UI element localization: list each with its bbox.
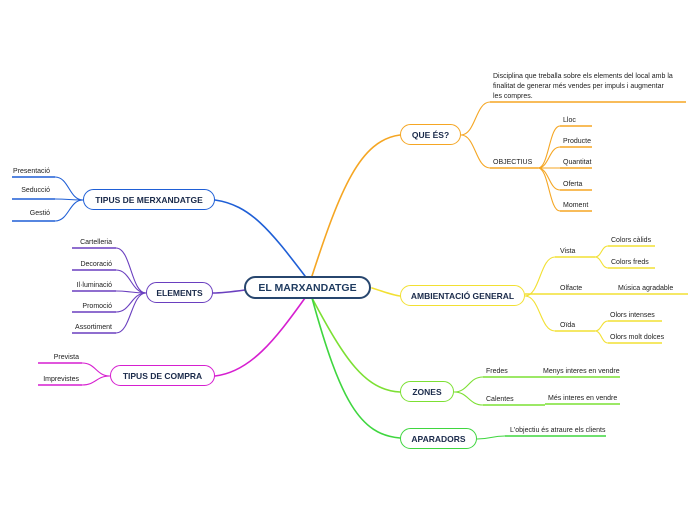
leaf-connector	[594, 330, 609, 344]
leaf-connector	[115, 292, 147, 313]
node-label: AMBIENTACIÓ GENERAL	[410, 290, 515, 301]
leaf-connector	[476, 435, 506, 440]
label-objectius[interactable]: OBJECTIUS	[493, 159, 533, 166]
leaf-assortiment[interactable]: Assortiment	[75, 324, 112, 331]
leaf-connector	[594, 320, 609, 332]
leaf-connector	[453, 376, 484, 393]
leaf-menys-interes[interactable]: Menys interes en vendre	[543, 368, 620, 375]
node-label: TIPUS DE COMPRA	[122, 370, 203, 381]
connector-zones	[311, 297, 401, 393]
objectiu-oferta[interactable]: Oferta	[563, 181, 583, 188]
leaf-connector	[453, 391, 484, 406]
connector-merx	[214, 199, 306, 277]
leaf-gestio[interactable]: Gestió	[29, 210, 50, 217]
node-que-es[interactable]: QUE ÉS?	[400, 124, 461, 145]
leaf-illuminacio[interactable]: Il·luminació	[76, 282, 112, 289]
node-tipus-compra[interactable]: TIPUS DE COMPRA	[110, 365, 215, 386]
connector-aparadors	[311, 297, 401, 439]
leaf-connector	[594, 245, 609, 258]
label-olfacte[interactable]: Olfacte	[560, 285, 583, 292]
objectiu-quantitat[interactable]: Quantitat	[563, 159, 592, 166]
node-tipus-merxandatge[interactable]: TIPUS DE MERXANDATGE	[83, 189, 215, 210]
central-label: EL MARXANDATGE	[258, 281, 357, 294]
objectiu-moment[interactable]: Moment	[563, 202, 589, 209]
node-label: ELEMENTS	[156, 287, 203, 298]
leaf-colors-freds[interactable]: Colors freds	[611, 259, 649, 266]
leaf-connector	[81, 362, 111, 377]
leaf-connector	[115, 269, 147, 294]
leaf-connector	[115, 292, 147, 334]
node-label: TIPUS DE MERXANDATGE	[95, 194, 203, 205]
leaf-connector	[537, 146, 561, 169]
leaf-connector	[537, 167, 561, 212]
leaf-olors-intenses[interactable]: Olors intenses	[610, 312, 655, 319]
connector-ambient	[371, 287, 401, 297]
label-fredes[interactable]: Fredes	[486, 368, 508, 375]
leaf-seduccio[interactable]: Seducció	[21, 187, 50, 194]
leaf-imprevistes[interactable]: Imprevistes	[43, 376, 79, 383]
leaf-connector	[81, 375, 111, 386]
central-node[interactable]: EL MARXANDATGE	[244, 276, 371, 299]
objectiu-lloc[interactable]: Lloc	[563, 117, 576, 124]
label-oida[interactable]: Oïda	[560, 322, 576, 329]
node-label: APARADORS	[411, 433, 466, 444]
leaf-connector	[524, 256, 556, 297]
leaf-presentacio[interactable]: Presentació	[13, 168, 50, 175]
leaf-prevista[interactable]: Prevista	[53, 354, 79, 361]
leaf-mes-interes[interactable]: Més interes en vendre	[548, 395, 618, 402]
leaf-olors-molt-dolces[interactable]: Olors molt dolces	[610, 334, 665, 341]
label-calentes[interactable]: Calentes	[486, 396, 514, 403]
leaf-musica-agradable[interactable]: Música agradable	[618, 285, 674, 292]
node-aparadors[interactable]: APARADORS	[400, 428, 477, 449]
connector-compra	[214, 297, 306, 377]
leaf-connector	[524, 295, 556, 332]
leaf-connector	[460, 101, 491, 136]
node-zones[interactable]: ZONES	[400, 381, 454, 402]
connector-elements	[212, 289, 246, 294]
leaf-cartelleria[interactable]: Cartelleria	[80, 239, 112, 246]
node-elements[interactable]: ELEMENTS	[146, 282, 213, 303]
objectiu-producte[interactable]: Producte	[563, 138, 592, 145]
leaf-connector	[460, 134, 491, 169]
node-label: ZONES	[412, 386, 442, 397]
leaf-connector	[537, 167, 561, 191]
leaf-colors-calids[interactable]: Colors càlids	[611, 237, 652, 244]
leaf-connector	[54, 176, 84, 201]
node-ambientacio-general[interactable]: AMBIENTACIÓ GENERAL	[400, 285, 525, 306]
leaf-connector	[115, 247, 147, 294]
leaf-connector	[54, 199, 84, 222]
connector-que	[311, 134, 401, 277]
node-label: QUE ÉS?	[411, 129, 450, 140]
leaf-objectiu-atraure[interactable]: L'objectiu és atraure els clients	[510, 427, 606, 434]
leaf-connector	[537, 125, 561, 169]
leaf-decoracio[interactable]: Decoració	[80, 261, 112, 268]
leaf-promocio[interactable]: Promoció	[82, 303, 112, 310]
que-es-description: Disciplina que treballa sobre els elemen…	[493, 73, 673, 100]
label-vista[interactable]: Vista	[560, 248, 576, 255]
leaf-connector	[594, 256, 609, 269]
